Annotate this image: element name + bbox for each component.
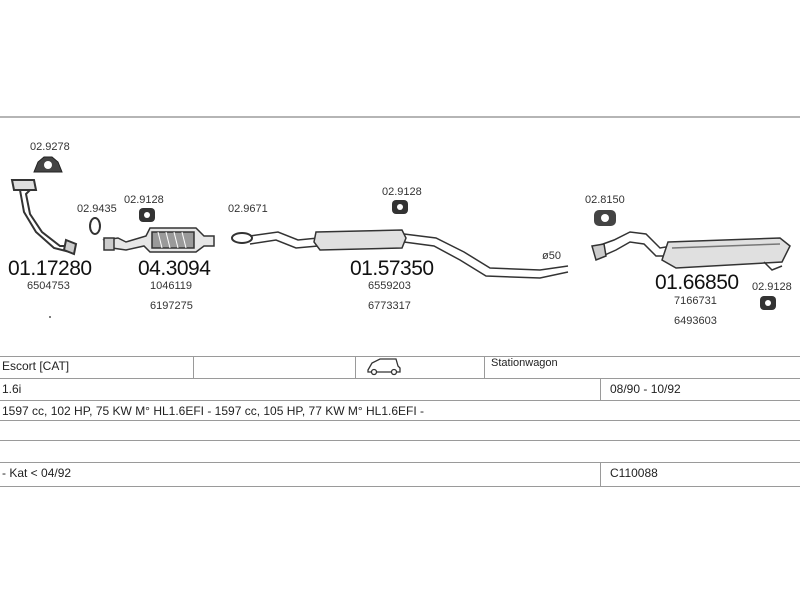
reference-number: 6559203 (368, 280, 411, 292)
code-cell: C110088 (610, 466, 658, 480)
table-divider (600, 462, 601, 486)
catalytic-converter-icon (102, 227, 215, 253)
part-number-label: 02.8150 (585, 194, 625, 206)
table-line (0, 400, 800, 401)
spec-cell: 1597 cc, 102 HP, 75 KW M° HL1.6EFI - 159… (2, 404, 425, 418)
model-cell: Escort [CAT] (2, 359, 70, 373)
rear-silencer-icon (591, 231, 791, 271)
middle-silencer-icon (249, 229, 569, 279)
hanger-mount-icon (594, 210, 616, 226)
reference-number: 6504753 (27, 280, 70, 292)
table-divider (484, 356, 485, 378)
years-cell: 08/90 - 10/92 (610, 382, 681, 396)
part-number-label: 02.9435 (77, 203, 117, 215)
reference-number: 1046119 (150, 280, 193, 292)
table-line (0, 462, 800, 463)
part-number-label: 02.9671 (228, 203, 268, 215)
front-pipe-icon (10, 179, 78, 256)
station-wagon-icon (367, 358, 401, 376)
gasket-icon (231, 232, 253, 244)
table-divider (355, 356, 356, 378)
reference-number: 6493603 (674, 315, 717, 327)
rubber-ring-icon (392, 200, 408, 214)
part-number-label: 02.9128 (124, 194, 164, 206)
part-number-label: 02.9128 (382, 186, 422, 198)
table-divider (193, 356, 194, 378)
engine-cell: 1.6i (2, 382, 22, 396)
rubber-ring-icon (139, 208, 155, 222)
part-number-label: 02.9128 (752, 281, 792, 293)
reference-number: 7166731 (674, 295, 717, 307)
main-part-code: 01.57350 (350, 257, 434, 280)
rubber-mount-icon (33, 156, 63, 173)
table-line (0, 440, 800, 441)
part-number-label: 02.9278 (30, 141, 70, 153)
main-part-code: 04.3094 (138, 257, 211, 280)
reference-number: 6773317 (368, 300, 411, 312)
main-part-code: 01.66850 (655, 271, 739, 294)
body-type-cell: Stationwagon (491, 357, 558, 369)
note-cell: - Kat < 04/92 (2, 466, 72, 480)
clamp-icon (89, 217, 101, 235)
table-line (0, 420, 800, 421)
rubber-ring-icon (760, 296, 776, 310)
reference-number: 6197275 (150, 300, 193, 312)
pipe-diameter-label: ø50 (542, 250, 561, 262)
table-divider (600, 378, 601, 400)
table-line (0, 486, 800, 487)
table-line (0, 356, 800, 357)
main-part-code: 01.17280 (8, 257, 92, 280)
table-line (0, 378, 800, 379)
